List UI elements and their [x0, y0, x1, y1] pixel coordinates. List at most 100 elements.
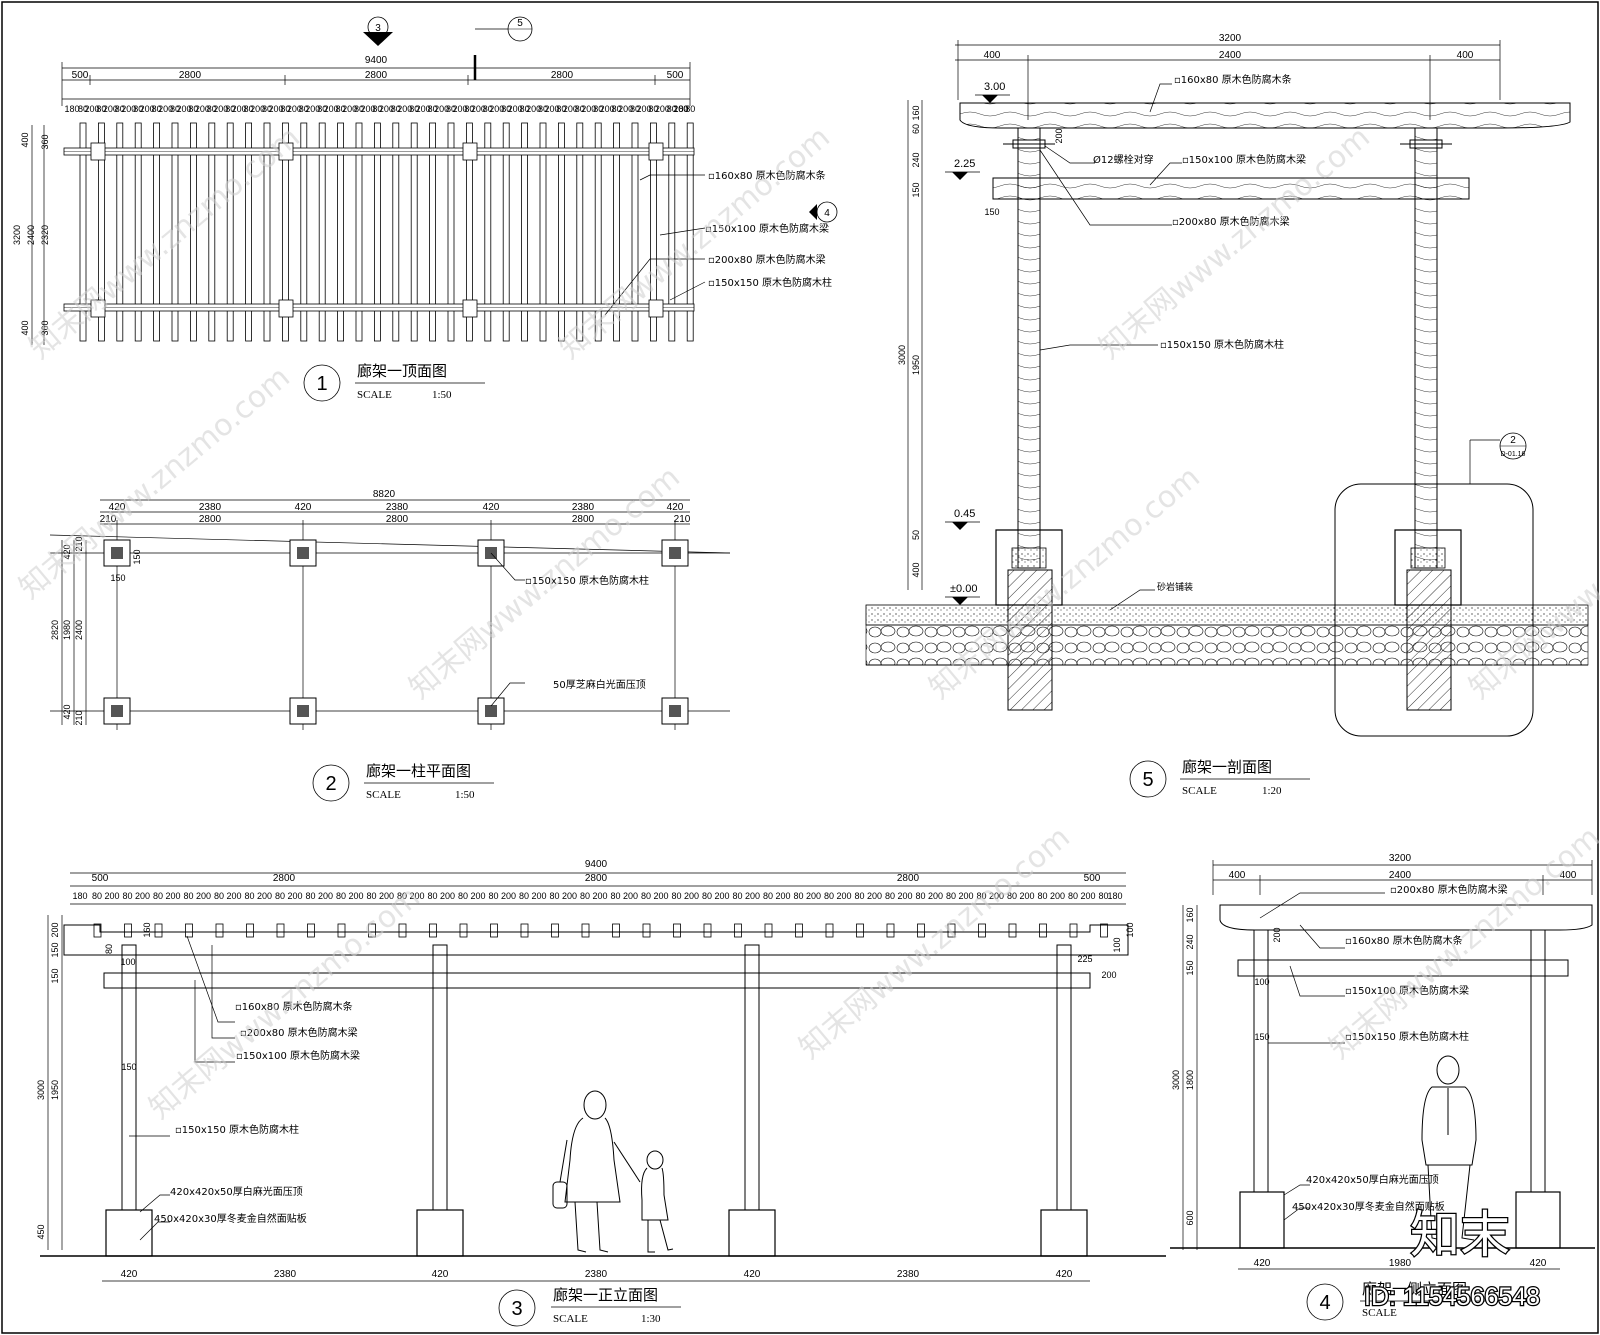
side-small-2: 100: [1254, 977, 1269, 987]
side-label-1: ▫200x80 原木色防腐木梁: [1390, 883, 1508, 896]
side-dim-1: 400: [1229, 870, 1246, 881]
front-fine-dim: 80: [793, 891, 803, 901]
front-fine-dim: 200: [836, 891, 851, 901]
top-side-dim-360: 360: [40, 134, 50, 149]
front-posts: [121, 944, 1072, 1211]
front-fine-dim: 200: [196, 891, 211, 901]
section-rafter: [959, 102, 1571, 129]
front-fine-dim: 80: [763, 891, 773, 901]
svg-text:D-01.16: D-01.16: [1501, 451, 1526, 458]
front-rafter-end: [246, 923, 254, 938]
plan-dim-b2: 2800: [199, 514, 222, 525]
side-post-left: [1253, 929, 1269, 1193]
front-fine-dim: 80: [488, 891, 498, 901]
front-rafter-end: [856, 923, 864, 938]
section-side-5: 150: [911, 182, 921, 197]
top-rafter: [484, 122, 492, 342]
front-fine-dim: 80: [732, 891, 742, 901]
section-label-5: ▫150x150 原木色防腐木柱: [1160, 338, 1284, 351]
top-columns: [90, 142, 664, 318]
section-dim-total: 3200: [1219, 33, 1242, 44]
section-bolts: [1003, 139, 1452, 149]
plan-dim-a1: 420: [109, 502, 126, 513]
view-plan: 8820 420 2380 420 2380 420 2380 420 210 …: [49, 489, 731, 802]
section-title: 廊架一剖面图: [1182, 758, 1272, 776]
top-fine-dim: 80: [299, 104, 309, 114]
front-fine-dim: 80: [702, 891, 712, 901]
top-fine-dim: 200: [103, 104, 118, 114]
front-fine-dim: 80: [1068, 891, 1078, 901]
top-fine-dim: 200: [471, 104, 486, 114]
top-fine-dim: 80: [96, 104, 106, 114]
section-side-3: 200: [1054, 128, 1064, 143]
front-label-4: ▫150x150 原木色防腐木柱: [175, 1123, 299, 1136]
front-fine-dim: 80: [397, 891, 407, 901]
plan-dim-b3: 2800: [386, 514, 409, 525]
front-fine-dim: 200: [440, 891, 455, 901]
top-label-4: ▫150x150 原木色防腐木柱: [708, 276, 832, 289]
plan-side-7: 210: [74, 710, 84, 725]
top-dim-4: 2800: [551, 70, 574, 81]
top-rafter: [189, 122, 197, 342]
section-post-left: [1017, 127, 1041, 569]
view-side: 3200 400 2400 400 160 240 150 3000 1800 …: [1170, 853, 1595, 1321]
top-fine-dim: 200: [195, 104, 210, 114]
top-fine-dim: 80: [262, 104, 272, 114]
front-rafter-end: [1008, 923, 1017, 938]
front-rafter-end: [459, 923, 468, 938]
top-fine-dim: 200: [84, 104, 99, 114]
section-anchor-right: [1410, 547, 1446, 569]
top-fine-dim: 80: [630, 104, 640, 114]
front-dim-5: 500: [1084, 873, 1101, 884]
front-side-6: 450: [36, 1224, 46, 1239]
front-fine-dim: 200: [714, 891, 729, 901]
side-small-1: 200: [1272, 927, 1282, 942]
front-fine-dim: 200: [1050, 891, 1065, 901]
side-label-3: ▫150x100 原木色防腐木梁: [1345, 984, 1469, 997]
front-fine-dim: 200: [928, 891, 943, 901]
front-fine-dim: 80: [244, 891, 254, 901]
top-fine-dim: 80: [317, 104, 327, 114]
top-fine-dim: 80: [391, 104, 401, 114]
side-side-5: 1800: [1185, 1070, 1195, 1090]
plan-dim-a7: 420: [667, 502, 684, 513]
front-rafter-end: [429, 923, 437, 938]
front-small-2: 80: [104, 944, 114, 954]
section-scale-label: SCALE: [1182, 785, 1217, 797]
front-fine-dim: 200: [745, 891, 760, 901]
front-fine-dim: 200: [470, 891, 485, 901]
top-rafter: [447, 122, 455, 342]
top-label-2: ▫150x100 原木色防腐木梁: [705, 222, 829, 235]
front-side-2: 150: [50, 942, 60, 957]
section-dim-1: 400: [984, 50, 1001, 61]
section-scale-value: 1:20: [1262, 785, 1282, 797]
top-rafter: [318, 122, 326, 342]
section-leaders: [1039, 83, 1182, 611]
front-dim-lines: [47, 872, 1126, 1282]
top-fine-dim: 80: [556, 104, 566, 114]
front-figure-woman: [552, 1090, 641, 1253]
top-leaders: [604, 174, 706, 316]
section-footing-left: [1007, 569, 1053, 711]
section-gravel: [865, 624, 1589, 666]
top-fine-dim: 200: [508, 104, 523, 114]
front-fine-dim: 80: [946, 891, 956, 901]
front-rafter-end: [520, 923, 529, 938]
top-rafter: [153, 122, 161, 342]
top-fine-dim: 200: [305, 104, 320, 114]
top-rafter: [98, 122, 105, 342]
front-fine-dim: 80: [1098, 891, 1108, 901]
side-title-block: 4 廊架一侧立面图 SCALE: [1306, 1280, 1490, 1321]
front-fine-dim: 200: [104, 891, 119, 901]
top-fine-dim: 200: [581, 104, 596, 114]
front-figure-child: [641, 1150, 674, 1253]
top-fine-dim: 200: [213, 104, 228, 114]
section-level-225: 2.25: [945, 158, 980, 180]
section-level-045: 0.45: [945, 508, 980, 530]
top-rafter: [502, 122, 510, 342]
top-fine-dim: 80: [280, 104, 290, 114]
front-label-5: 420x420x50厚白麻光面压顶: [170, 1185, 303, 1198]
front-bot-3: 420: [432, 1269, 449, 1280]
front-fine-dim: 200: [165, 891, 180, 901]
